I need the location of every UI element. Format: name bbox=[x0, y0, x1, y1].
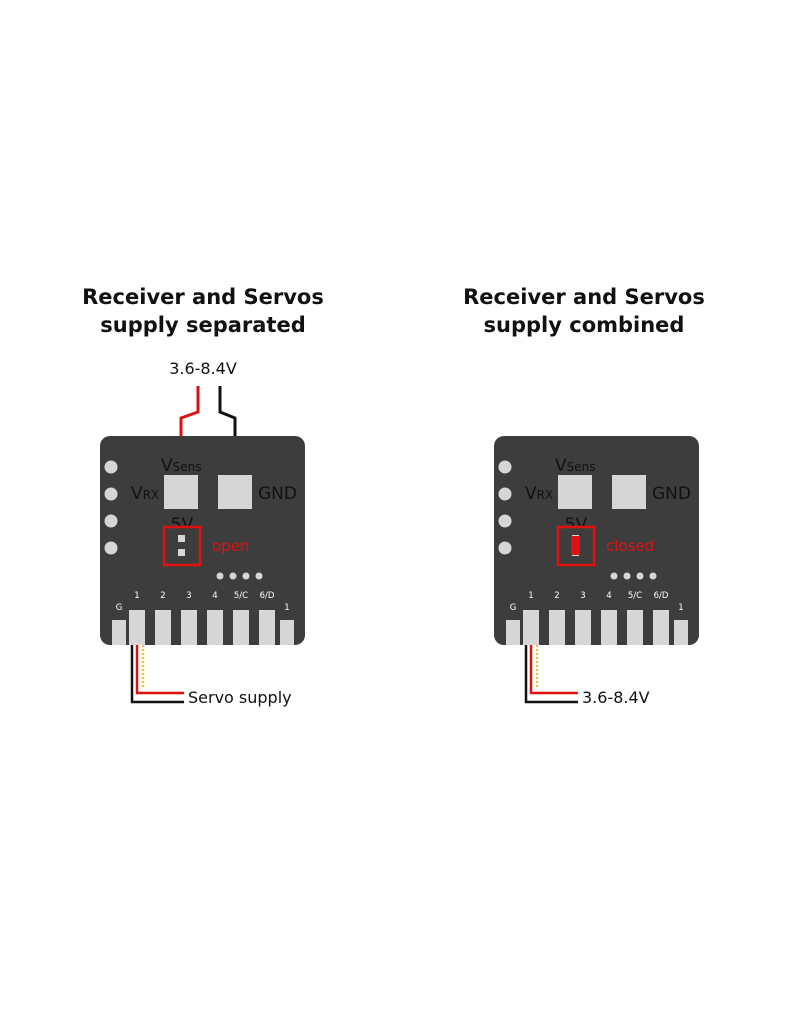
jumper-highlight-box bbox=[556, 525, 596, 567]
connector-2 bbox=[549, 610, 565, 645]
connector-g bbox=[506, 620, 520, 645]
pin-label-1: 1 bbox=[134, 591, 139, 601]
pin-label-3: 3 bbox=[580, 591, 585, 601]
pin-label-g: G bbox=[510, 603, 517, 613]
pin-label-1b: 1 bbox=[284, 603, 289, 613]
connector-4 bbox=[207, 610, 223, 645]
vrx-pad bbox=[164, 475, 198, 509]
pin-label-2: 2 bbox=[160, 591, 165, 601]
jumper-cap bbox=[571, 536, 580, 555]
pin-label-g: G bbox=[116, 603, 123, 613]
led-dot bbox=[610, 572, 618, 580]
supply-black-wire bbox=[524, 645, 578, 704]
servo-supply-label: Servo supply bbox=[188, 688, 292, 707]
jumper-pin bbox=[178, 549, 185, 556]
pin-label-3: 3 bbox=[186, 591, 191, 601]
vsens-label: VSens bbox=[555, 456, 596, 476]
led-dot bbox=[229, 572, 237, 580]
title-separated-line1: Receiver and Servos bbox=[82, 285, 324, 309]
pin-label-1: 1 bbox=[528, 591, 533, 601]
connector-6d bbox=[653, 610, 669, 645]
led-dot bbox=[216, 572, 224, 580]
mount-hole bbox=[498, 460, 512, 474]
jumper-highlight-box bbox=[162, 525, 202, 567]
gnd-pad bbox=[218, 475, 252, 509]
supply-red-wire bbox=[529, 645, 578, 695]
pin-label-6d: 6/D bbox=[654, 591, 669, 601]
jumper-state-closed: closed bbox=[606, 537, 654, 555]
panel-separated: Receiver and Servos supply separated 3.6… bbox=[82, 285, 324, 707]
pin-label-5c: 5/C bbox=[234, 591, 248, 601]
gnd-pad bbox=[612, 475, 646, 509]
mount-hole bbox=[104, 541, 118, 555]
mount-hole bbox=[104, 514, 118, 528]
vsens-label: VSens bbox=[161, 456, 202, 476]
panel-combined: Receiver and Servos supply combined VSen… bbox=[463, 285, 705, 707]
gnd-label: GND bbox=[652, 484, 691, 504]
vrx-label: VRX bbox=[525, 484, 553, 504]
connector-4 bbox=[601, 610, 617, 645]
vrx-pad bbox=[558, 475, 592, 509]
led-dot bbox=[255, 572, 263, 580]
pin-label-6d: 6/D bbox=[260, 591, 275, 601]
title-separated-line2: supply separated bbox=[100, 313, 306, 337]
mount-hole bbox=[104, 460, 118, 474]
pin-label-4: 4 bbox=[606, 591, 611, 601]
pin-label-1b: 1 bbox=[678, 603, 683, 613]
connector-g bbox=[112, 620, 126, 645]
jumper-state-open: open bbox=[212, 537, 249, 555]
vrx-label: VRX bbox=[131, 484, 159, 504]
connector-3 bbox=[575, 610, 591, 645]
connector-5c bbox=[627, 610, 643, 645]
connector-1 bbox=[523, 610, 539, 645]
led-dot bbox=[242, 572, 250, 580]
title-combined-line1: Receiver and Servos bbox=[463, 285, 705, 309]
servo-red-wire bbox=[135, 645, 184, 695]
led-dot bbox=[649, 572, 657, 580]
board bbox=[494, 436, 699, 645]
led-dot bbox=[623, 572, 631, 580]
gnd-label: GND bbox=[258, 484, 297, 504]
connector-1b bbox=[280, 620, 294, 645]
pin-label-5c: 5/C bbox=[628, 591, 642, 601]
mount-hole bbox=[104, 487, 118, 501]
pin-label-4: 4 bbox=[212, 591, 217, 601]
mount-hole bbox=[498, 514, 512, 528]
connector-5c bbox=[233, 610, 249, 645]
board bbox=[100, 436, 305, 645]
connector-6d bbox=[259, 610, 275, 645]
connector-1b bbox=[674, 620, 688, 645]
input-voltage-label: 3.6-8.4V bbox=[169, 359, 237, 378]
connector-3 bbox=[181, 610, 197, 645]
led-dot bbox=[636, 572, 644, 580]
servo-black-wire bbox=[130, 645, 184, 704]
jumper-pin bbox=[178, 535, 185, 542]
pin-label-2: 2 bbox=[554, 591, 559, 601]
combined-supply-voltage-label: 3.6-8.4V bbox=[582, 688, 650, 707]
mount-hole bbox=[498, 541, 512, 555]
title-combined-line2: supply combined bbox=[484, 313, 685, 337]
connector-1 bbox=[129, 610, 145, 645]
connector-2 bbox=[155, 610, 171, 645]
mount-hole bbox=[498, 487, 512, 501]
